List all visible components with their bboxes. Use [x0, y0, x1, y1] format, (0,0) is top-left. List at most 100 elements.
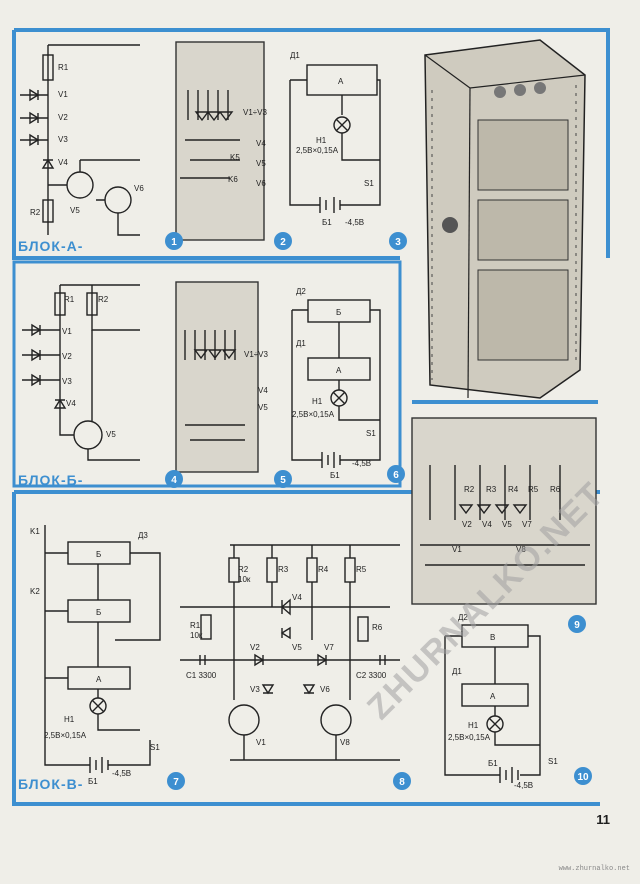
- figure-number: 3: [395, 237, 401, 248]
- label-v6: V6: [134, 184, 144, 193]
- label-r2: R2: [30, 208, 41, 217]
- label-h1: H1: [312, 397, 323, 406]
- label-b1: Б1: [88, 777, 98, 786]
- label-battery: -4,5В: [345, 218, 364, 227]
- label-v4: V4: [258, 386, 268, 395]
- label-battery: -4,5В: [112, 769, 131, 778]
- label-v-block: В: [490, 633, 495, 642]
- label-v1v3: V1÷V3: [244, 350, 269, 359]
- fig5-board: [175, 281, 259, 473]
- label-v1: V1: [452, 545, 462, 554]
- footer-url: www.zhurnalko.net: [558, 865, 630, 873]
- label-a: А: [490, 692, 496, 701]
- label-h1: H1: [64, 715, 75, 724]
- label-v5: V5: [106, 430, 116, 439]
- label-d2: Д2: [458, 613, 468, 622]
- label-r3: R3: [278, 565, 289, 574]
- label-10k: 10к: [190, 631, 203, 640]
- label-d1: Д1: [290, 51, 300, 60]
- block-v-title: БЛОК-В-: [18, 776, 84, 792]
- label-v1: V1: [62, 327, 72, 336]
- label-r5: R5: [528, 485, 539, 494]
- label-v3: V3: [62, 377, 72, 386]
- label-v4: V4: [292, 593, 302, 602]
- block-a-title: БЛОК-А-: [18, 238, 84, 254]
- figure-markers: [165, 232, 592, 790]
- fig8-schematic: [180, 544, 400, 761]
- label-r1: R1: [64, 295, 75, 304]
- fig6-circuit: [291, 299, 381, 468]
- block-b-title: БЛОК-Б-: [18, 472, 84, 488]
- label-lamp: 2,5В×0,15А: [44, 731, 87, 740]
- label-v5: V5: [292, 643, 302, 652]
- label-a: А: [96, 675, 102, 684]
- label-r4: R4: [508, 485, 519, 494]
- label-v7: V7: [522, 520, 532, 529]
- label-v7: V7: [324, 643, 334, 652]
- label-v1: V1: [256, 738, 266, 747]
- page-number: 11: [596, 812, 610, 827]
- label-r4: R4: [318, 565, 329, 574]
- label-s1: S1: [364, 179, 374, 188]
- label-v4: V4: [482, 520, 492, 529]
- figure-number: 7: [173, 777, 179, 788]
- label-b: Б: [96, 550, 101, 559]
- label-k6: K6: [228, 175, 238, 184]
- label-b1: Б1: [322, 218, 332, 227]
- component-labels: R1 V1 V2 V3 V4 V5 V6 R2 V1÷V3 V4 V5 V6 K…: [30, 51, 561, 790]
- label-v5: V5: [502, 520, 512, 529]
- label-s1: S1: [150, 743, 160, 752]
- label-d1: Д1: [452, 667, 462, 676]
- label-v5: V5: [258, 403, 268, 412]
- label-h1: H1: [468, 721, 479, 730]
- label-c1: C1 3300: [186, 671, 217, 680]
- figure-number: 9: [574, 620, 580, 631]
- fig3-circuit: [289, 64, 381, 213]
- label-v6: V6: [256, 179, 266, 188]
- label-v2: V2: [62, 352, 72, 361]
- label-lamp: 2,5В×0,15А: [292, 410, 335, 419]
- label-v5: V5: [70, 206, 80, 215]
- label-battery: -4,5В: [514, 781, 533, 790]
- label-r2: R2: [238, 565, 249, 574]
- label-v8: V8: [516, 545, 526, 554]
- label-d1: Д1: [296, 339, 306, 348]
- label-v8: V8: [340, 738, 350, 747]
- figure-number: 1: [171, 237, 177, 248]
- label-v2: V2: [250, 643, 260, 652]
- figure-number: 4: [171, 475, 177, 486]
- label-d3: Д3: [138, 531, 148, 540]
- label-v1: V1: [58, 90, 68, 99]
- fig2-board: [175, 41, 265, 241]
- label-10k: 10к: [238, 575, 251, 584]
- label-r5: R5: [356, 565, 367, 574]
- label-v3: V3: [250, 685, 260, 694]
- figure-number: 2: [280, 237, 286, 248]
- label-r2: R2: [464, 485, 475, 494]
- label-v5: V5: [256, 159, 266, 168]
- fig9-board: [411, 417, 597, 605]
- label-h1: H1: [316, 136, 327, 145]
- label-v2: V2: [462, 520, 472, 529]
- label-d2: Д2: [296, 287, 306, 296]
- label-s1: S1: [366, 429, 376, 438]
- fig10-circuit: [444, 624, 541, 783]
- label-b1: Б1: [330, 471, 340, 480]
- label-r2: R2: [98, 295, 109, 304]
- figure-number: 5: [280, 475, 286, 486]
- label-k2: K2: [30, 587, 40, 596]
- label-c2: C2 3300: [356, 671, 387, 680]
- label-lamp: 2,5В×0,15А: [448, 733, 491, 742]
- label-b: Б: [336, 308, 341, 317]
- label-v6: V6: [320, 685, 330, 694]
- label-r6: R6: [372, 623, 383, 632]
- label-v1v3: V1÷V3: [243, 108, 268, 117]
- label-battery: -4,5В: [352, 459, 371, 468]
- figure-number: 6: [393, 470, 399, 481]
- label-b1: Б1: [488, 759, 498, 768]
- label-v3: V3: [58, 135, 68, 144]
- label-v4: V4: [256, 139, 266, 148]
- label-v4: V4: [66, 399, 76, 408]
